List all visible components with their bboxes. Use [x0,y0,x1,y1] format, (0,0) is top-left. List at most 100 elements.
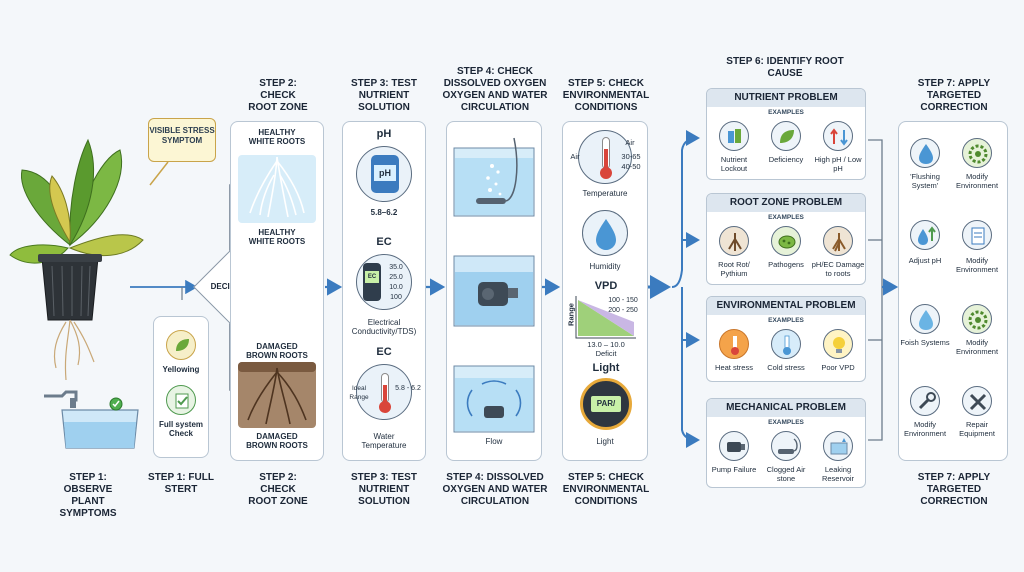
air-thermometer-icon [578,130,632,184]
step5-bottom-title: STEP 5: CHECK ENVIRONMENTAL CONDITIONS [562,472,650,507]
cold-stress-label: Cold stress [767,363,805,372]
leaf-icon [166,330,196,360]
healthy-roots-bottom-label: HEALTHY WHITE ROOTS [248,228,306,246]
step3-bottom-title: STEP 3: TEST NUTRIENT SOLUTION [351,472,417,507]
temperature-label: Temperature [582,189,628,198]
ph-range: 5.8–6.2 [370,208,398,217]
environmental-problem-title: ENVIRONMENTAL PROBLEM [707,297,865,315]
leaf-deficiency-icon [771,121,801,151]
ideal-range-label: Ideal Range [349,385,369,401]
healthy-roots-illustration [238,155,316,223]
damaged-roots-top-label: DAMAGED BROWN ROOTS [246,342,308,360]
visible-stress-symptom-callout: VISIBLE STRESS SYMPTOM [148,118,216,162]
wrench-icon [910,386,940,416]
air-left-label: Air [570,152,580,161]
ph-meter-display: pH [374,165,396,181]
leaking-reservoir-icon [823,431,853,461]
circulation-tank-illustration [453,365,535,433]
full-system-check-label: Full system Check [158,420,203,438]
heat-thermometer-icon [719,329,749,359]
root-rot-label: Root Rot/ Pythium [718,260,750,278]
par-meter-icon: PAR/ [580,378,632,430]
deficit-values: 13.0 – 10.0 [587,340,625,349]
deficit-label: Deficit [595,349,617,358]
adjust-ph-label: Adjust pH [908,256,942,265]
light-label: Light [596,437,614,446]
leaking-reservoir-label: Leaking Reservoir [821,465,855,483]
checklist-icon [166,385,196,415]
air-stone-tank-illustration [453,137,535,217]
root-zone-problem-examples: EXAMPLES [768,214,804,221]
pump-icon [719,431,749,461]
damaged-roots-illustration [238,362,316,428]
step6-top-title: STEP 6: IDENTIFY ROOT CAUSE [726,56,844,79]
root-zone-problem-title: ROOT ZONE PROBLEM [707,194,865,212]
environmental-problem-examples: EXAMPLES [768,317,804,324]
par-display: PAR/ [591,396,621,412]
ec-meter-icon: EC 35.0 25.0 10.0 100 [356,254,412,310]
air-value-2: 40-50 [621,162,641,171]
pathogens-label: Pathogens [768,260,804,269]
pathogen-icon [771,226,801,256]
flushing-system-label: 'Flushing System' [910,172,940,190]
ec-meter-display: EC [365,271,379,283]
vpd-value-2: 200 - 250 [608,307,638,314]
water-pump-tank-illustration [453,255,535,327]
reservoir-faucet-illustration [44,390,139,449]
clogged-air-stone-label: Clogged Air stone [766,465,806,483]
water-thermometer-icon [356,364,412,420]
nutrient-lockout-label: Nutrient Lockout [720,155,748,173]
repair-equipment-label: Repair Equipment [959,420,995,438]
repair-tools-icon [962,386,992,416]
plant-illustration [9,138,144,381]
environment-gear-icon-2 [962,304,992,334]
ec-description: Electrical Conductivity/TDS) [351,318,417,336]
step2-top-title: STEP 2: CHECK ROOT ZONE [248,78,308,113]
ec-heading: EC [376,236,392,248]
environmental-problem-box: ENVIRONMENTAL PROBLEM EXAMPLES Heat stre… [706,296,866,382]
step5-top-title: STEP 5: CHECK ENVIRONMENTAL CONDITIONS [562,78,650,113]
ph-heading: pH [376,128,392,140]
humidity-label: Humidity [589,262,621,271]
mechanical-problem-title: MECHANICAL PROBLEM [707,399,865,417]
bottles-icon [719,121,749,151]
flow-label: Flow [485,437,503,446]
ec-secondary-heading: EC [376,346,392,358]
light-heading: Light [592,362,620,374]
foish-systems-drop-icon [910,304,940,334]
light-bulb-icon [823,329,853,359]
vpd-value-1: 100 - 150 [608,297,638,304]
vpd-chart-graphic [575,296,636,339]
step3-top-title: STEP 3: TEST NUTRIENT SOLUTION [351,78,417,113]
modify-environment-label-1: Modify Environment [955,172,999,190]
flushing-drop-icon [910,138,940,168]
vpd-range-label: Range [566,303,576,326]
step1-full-bottom-title: STEP 1: FULL STERT [148,472,214,495]
foish-systems-label: Foish Systems [900,338,950,347]
healthy-roots-top-label: HEALTHY WHITE ROOTS [248,128,306,146]
ec-value-2: 25.0 [389,274,403,281]
environment-gear-icon [962,138,992,168]
humidity-drop-icon [582,210,628,256]
step7-bottom-title: STEP 7: APPLY TARGETED CORRECTION [917,472,991,507]
mechanical-problem-box: MECHANICAL PROBLEM EXAMPLES Pump Failure… [706,398,866,488]
nutrient-problem-title: NUTRIENT PROBLEM [707,89,865,107]
step1-bottom-title: STEP 1: OBSERVE PLANT SYMPTOMS [59,472,117,519]
air-value-1: 30-65 [621,152,641,161]
modify-environment-label-2: Modify Environment [955,256,999,274]
damaged-roots-icon [823,226,853,256]
step4-bottom-title: STEP 4: DISSOLVED OXYGEN AND WATER CIRCU… [442,472,548,507]
air-right-label: Air [625,138,635,147]
ec-value-4: 100 [390,294,402,301]
air-stone-icon [771,431,801,461]
vpd-heading: VPD [594,280,618,292]
adjust-ph-icon [910,220,940,250]
high-low-ph-label: High pH / Low pH [814,155,862,173]
poor-vpd-label: Poor VPD [821,363,855,372]
ec-value-1: 35.0 [389,264,403,271]
pump-failure-label: Pump Failure [711,465,757,474]
deficiency-label: Deficiency [768,155,804,164]
nutrient-problem-box: NUTRIENT PROBLEM EXAMPLES Nutrient Locko… [706,88,866,180]
heat-stress-label: Heat stress [715,363,753,372]
ideal-range-values: 5.8 - 6.2 [395,385,421,392]
